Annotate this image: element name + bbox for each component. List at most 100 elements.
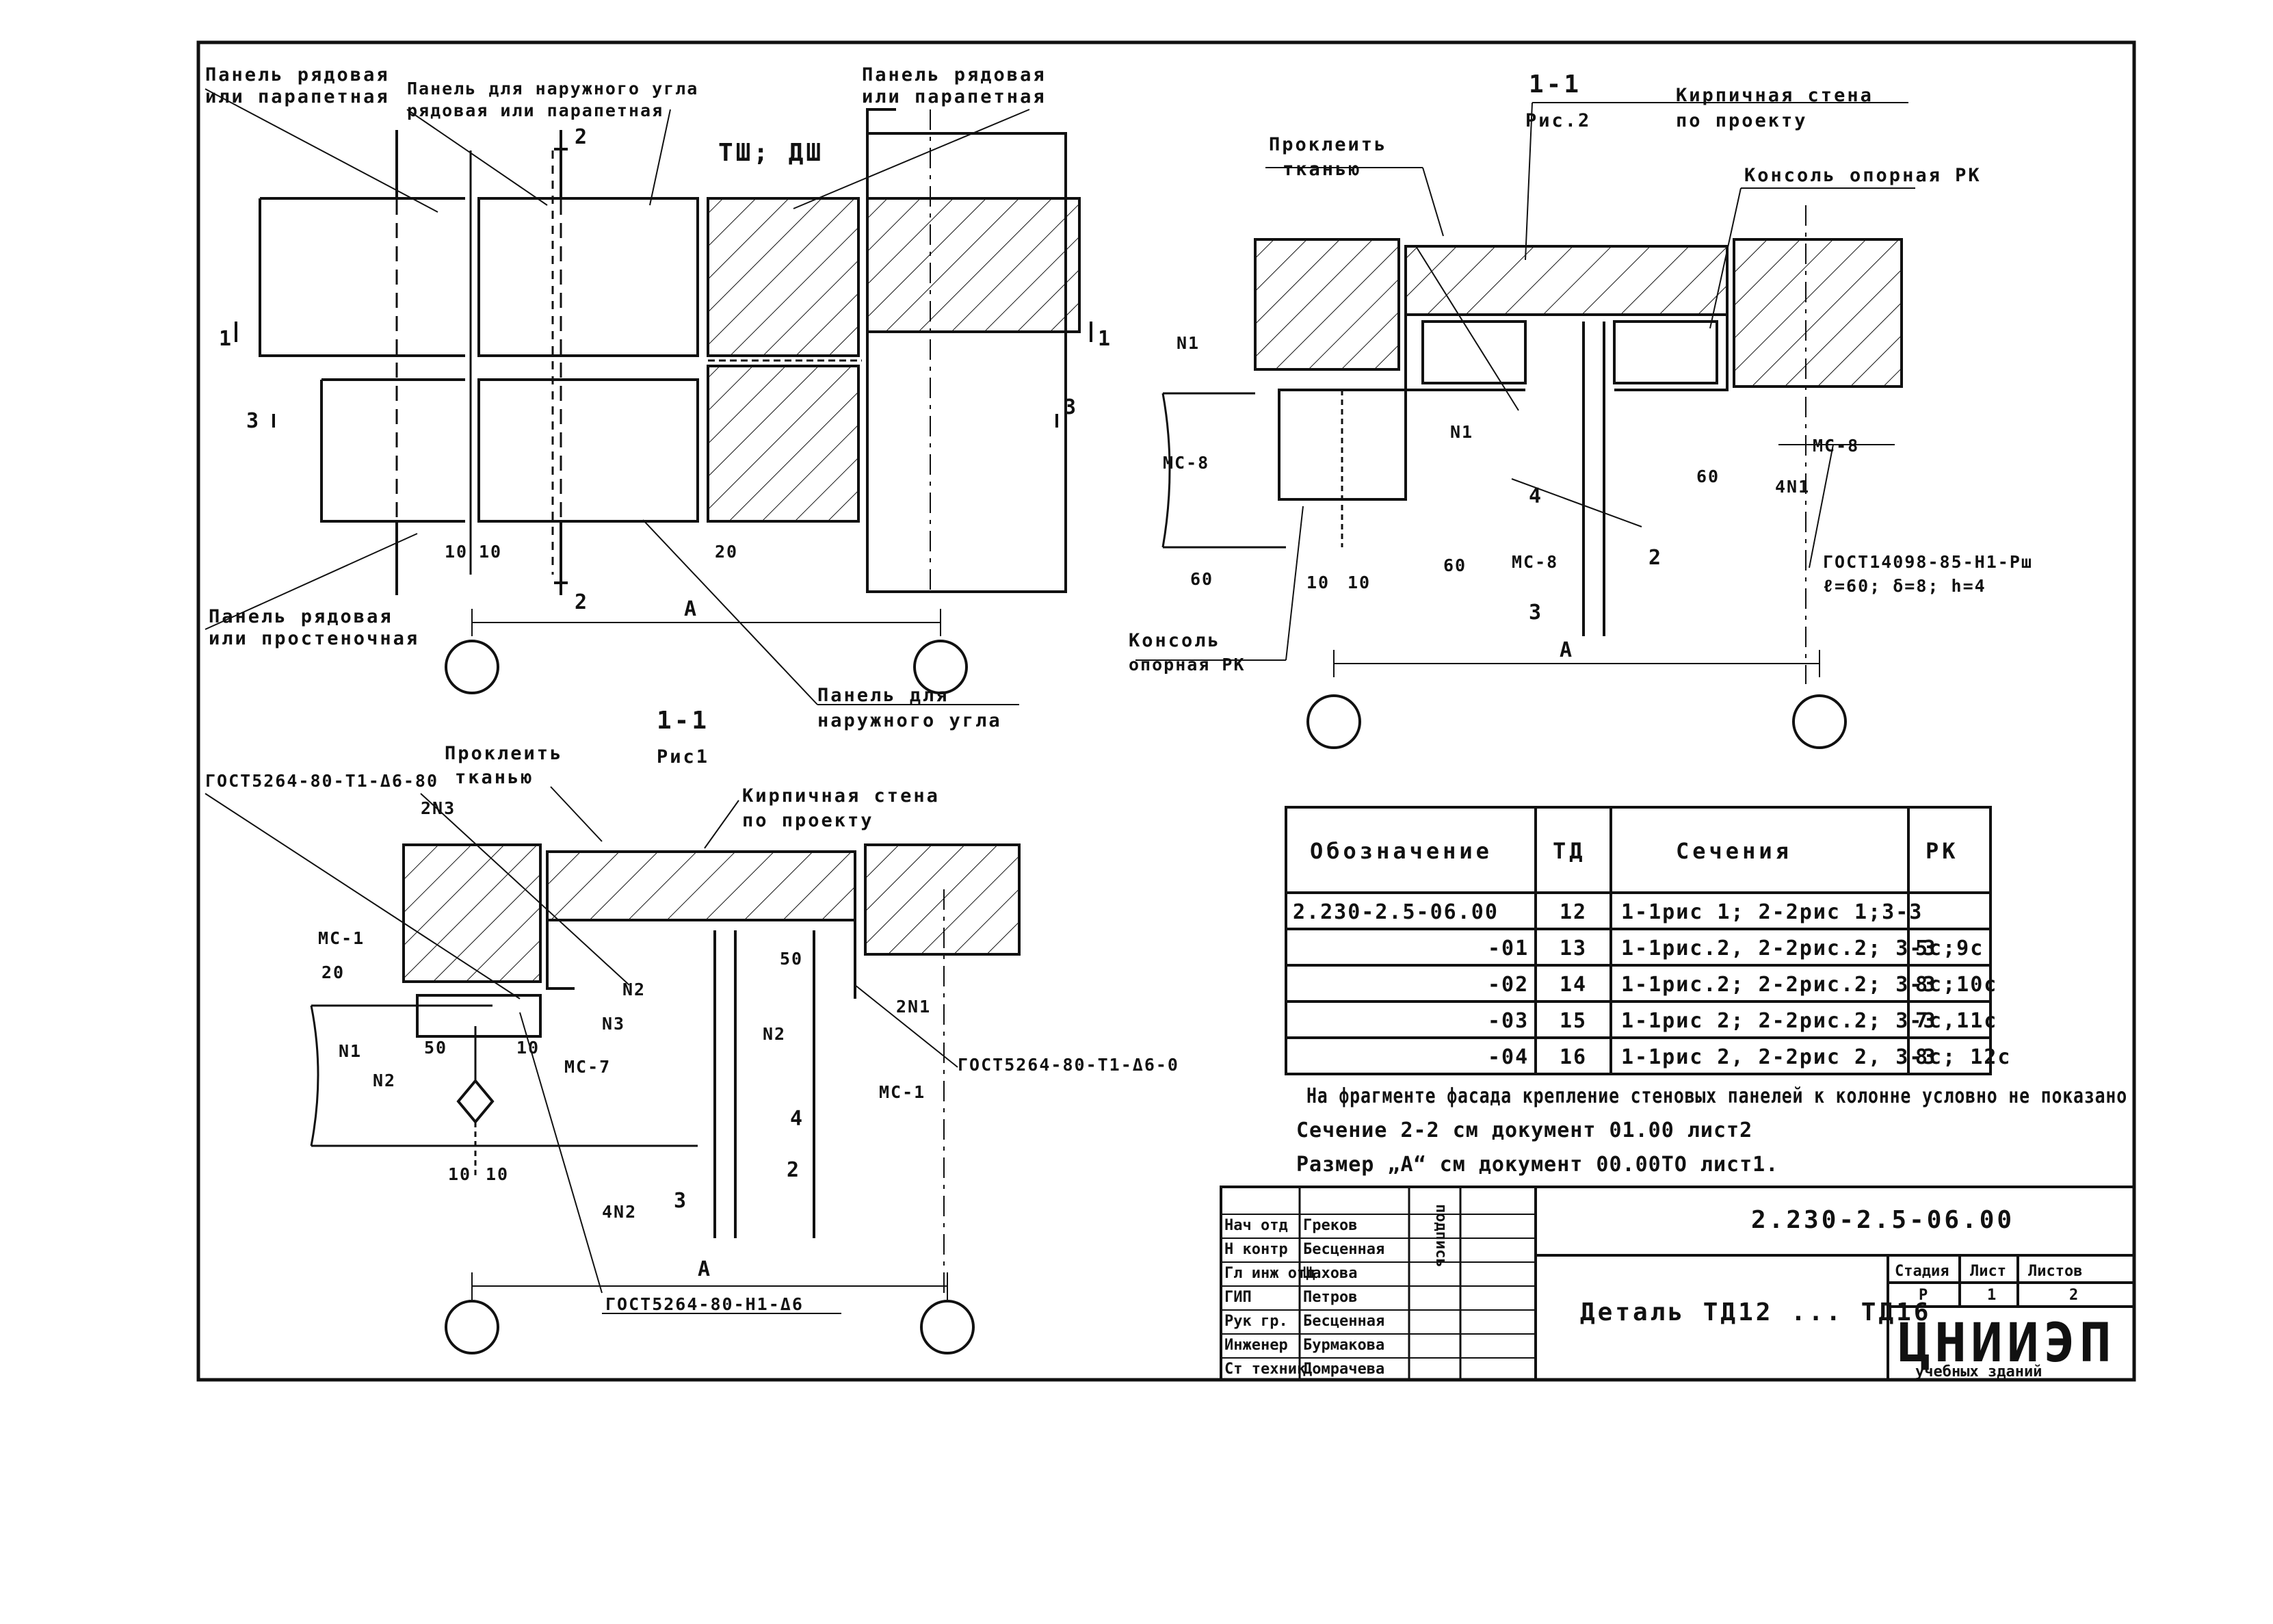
fig2-dim-10a: 10 <box>1306 573 1330 592</box>
fig2-label-brick-wall-2: по проекту <box>1676 110 1808 131</box>
fig2-label-gost: ГОСТ14098-85-Н1-Рш <box>1823 552 2033 572</box>
table-cell-rk: 8с;10с <box>1915 973 1997 997</box>
fig2-label-mc8-left: МС-8 <box>1163 453 1209 473</box>
fig2-label-60c: 60 <box>1696 467 1720 486</box>
fig2-label-4: 4 <box>1529 484 1541 508</box>
table-cell-rk: 7с,11с <box>1915 1009 1997 1033</box>
table-cell-rk: 5с;9с <box>1915 937 1984 960</box>
table-cell-code: -03 <box>1488 1009 1529 1033</box>
label-panel-row-parapet-right-2: или парапетная <box>862 86 1047 107</box>
fig1-label-gost-bottom: ГОСТ5264-80-Н1-Δ6 <box>605 1294 804 1314</box>
table-cell-code: -01 <box>1488 937 1529 960</box>
fig2-label-console-bottom-2: опорная РК <box>1129 655 1246 675</box>
stamp-role: Гл инж отд <box>1224 1265 1315 1282</box>
cut-label-3-left: 3 <box>246 409 259 433</box>
fig2-label-3: 3 <box>1529 601 1541 625</box>
fig1-label-4: 4 <box>790 1107 802 1131</box>
fig1-label-proklej-2: тканью <box>455 767 534 788</box>
fig2-label-gost-params: ℓ=60; δ=8; h=4 <box>1823 576 1986 596</box>
stamp-name: Бесценная <box>1303 1241 1384 1258</box>
designation-table-text: Обозначение ТД Сечения РК 2.230-2.5-06.0… <box>1293 838 2011 1069</box>
fig2-label-4n1: 4N1 <box>1775 477 1810 497</box>
fig1-label-gost-top: ГОСТ5264-80-Т1-Δ6-80 <box>205 771 438 791</box>
fig1-label-n2-right: N2 <box>622 980 646 999</box>
fig2-label-n1-left: N1 <box>1177 333 1200 353</box>
table-cell-code: -04 <box>1488 1045 1529 1069</box>
org-logo: ЦНИИЭП <box>1898 1313 2116 1374</box>
cut-label-1-right: 1 <box>1098 327 1110 351</box>
notes: На фрагменте фасада крепление стеновых п… <box>1296 1084 2127 1177</box>
stamp-role: Н контр <box>1224 1241 1288 1258</box>
note-3: Размер „А“ см документ 00.00ТО лист1. <box>1296 1153 1778 1177</box>
section-1-1-fig1-labels: 1-1 Рис1 ГОСТ5264-80-Т1-Δ6-80 2N3 Прокле… <box>205 707 1179 1314</box>
label-tsh-dsh: ТШ; ДШ <box>718 139 824 167</box>
label-panel-row-parapet-right-1: Панель рядовая <box>862 64 1047 86</box>
fig2-dim-10b: 10 <box>1348 573 1371 592</box>
fig1-label-brick-wall-1: Кирпичная стена <box>742 785 940 807</box>
stamp-sheet-label: Лист <box>1970 1263 2006 1280</box>
fig1-label-4n2: 4N2 <box>602 1202 637 1222</box>
facade-labels: Панель рядовая или парапетная Панель для… <box>205 64 1110 731</box>
facade-fragment <box>205 88 1092 705</box>
cut-label-1-left: 1 <box>219 327 231 351</box>
table-cell-sections: 1-1рис.2; 2-2рис.2; 3-3 <box>1621 973 1936 997</box>
stamp-stage-label: Стадия <box>1895 1263 1949 1280</box>
fig1-label-proklej-1: Проклеить <box>445 743 563 764</box>
fig1-label-n1: N1 <box>339 1041 362 1061</box>
table-cell-code: 2.230-2.5-06.00 <box>1293 900 1499 924</box>
dim-10a: 10 <box>445 542 468 562</box>
title-block-text: 2.230-2.5-06.00 Деталь ТД12 ... ТД16 Ста… <box>1224 1204 2116 1380</box>
fig2-label-proklej-2: тканью <box>1283 159 1362 180</box>
stamp-title: Деталь ТД12 ... ТД16 <box>1580 1298 1931 1326</box>
fig2-label-60a: 60 <box>1190 569 1213 589</box>
note-2: Сечение 2-2 см документ 01.00 лист2 <box>1296 1118 1752 1142</box>
fig2-section-title: 1-1 <box>1529 70 1581 99</box>
stamp-role: Ст техник <box>1224 1361 1306 1378</box>
section-1-1-fig2 <box>1135 102 1915 749</box>
fig1-label-gost-right: ГОСТ5264-80-Т1-Δ6-0 <box>958 1055 1179 1075</box>
label-panel-row-wall-1: Панель рядовая <box>209 606 393 627</box>
label-panel-outer-corner-2: рядовая или парапетная <box>407 101 663 120</box>
fig1-label-mc1-right: МС-1 <box>879 1082 925 1102</box>
stamp-name: Бесценная <box>1303 1313 1384 1330</box>
table-header-rk: РК <box>1926 838 1959 864</box>
table-cell-sections: 1-1рис 1; 2-2рис 1;3-3 <box>1621 900 1923 924</box>
fig1-dim-10a: 10 <box>448 1164 471 1184</box>
fig2-label-mc8-bottom: МС-8 <box>1512 552 1558 572</box>
table-cell-td: 13 <box>1560 937 1587 960</box>
stamp-role: Нач отд <box>1224 1217 1288 1234</box>
org-sub: учебных зданий <box>1915 1363 2042 1380</box>
stamp-doc-code: 2.230-2.5-06.00 <box>1751 1206 2014 1234</box>
table-cell-rk: 8с; 12с <box>1915 1045 2011 1069</box>
fig2-label-mc8-right: МС-8 <box>1813 436 1859 456</box>
stamp-sheets-label: Листов <box>2028 1263 2082 1280</box>
table-cell-td: 16 <box>1560 1045 1587 1069</box>
fig2-label-60b: 60 <box>1443 555 1467 575</box>
stamp-sheet: 1 <box>1987 1287 1996 1304</box>
table-header-sections: Сечения <box>1676 838 1792 864</box>
table-header-code: Обозначение <box>1310 838 1493 864</box>
fig2-label-n1-mid: N1 <box>1450 422 1473 442</box>
fig2-label-proklej-1: Проклеить <box>1269 134 1387 155</box>
fig1-label-50b: 50 <box>780 949 803 969</box>
stamp-role: Рук гр. <box>1224 1313 1288 1330</box>
table-header-td: ТД <box>1553 838 1586 864</box>
cut-label-2-top: 2 <box>575 125 587 149</box>
cut-label-2-bottom: 2 <box>575 590 587 614</box>
fig1-label-mc1-left: МС-1 <box>318 928 365 948</box>
fig1-label-brick-wall-2: по проекту <box>742 810 874 831</box>
fig1-label-mc7: МС-7 <box>564 1057 611 1077</box>
stamp-sign-header: подпись <box>1432 1204 1449 1268</box>
designation-table <box>1285 806 1992 1075</box>
sheet-frame <box>196 40 2136 1382</box>
table-cell-td: 15 <box>1560 1009 1587 1033</box>
fig1-dim-10b: 10 <box>486 1164 509 1184</box>
fig2-dim-A: А <box>1560 638 1572 662</box>
fig1-label-50a: 50 <box>424 1038 447 1058</box>
fig1-label-n2-left: N2 <box>373 1071 396 1090</box>
table-cell-sections: 1-1рис 2; 2-2рис.2; 3-3 <box>1621 1009 1936 1033</box>
note-1: На фрагменте фасада крепление стеновых п… <box>1306 1084 2127 1108</box>
fig1-dim-A: А <box>698 1257 710 1281</box>
label-panel-outer-corner-b-1: Панель для <box>817 685 949 706</box>
